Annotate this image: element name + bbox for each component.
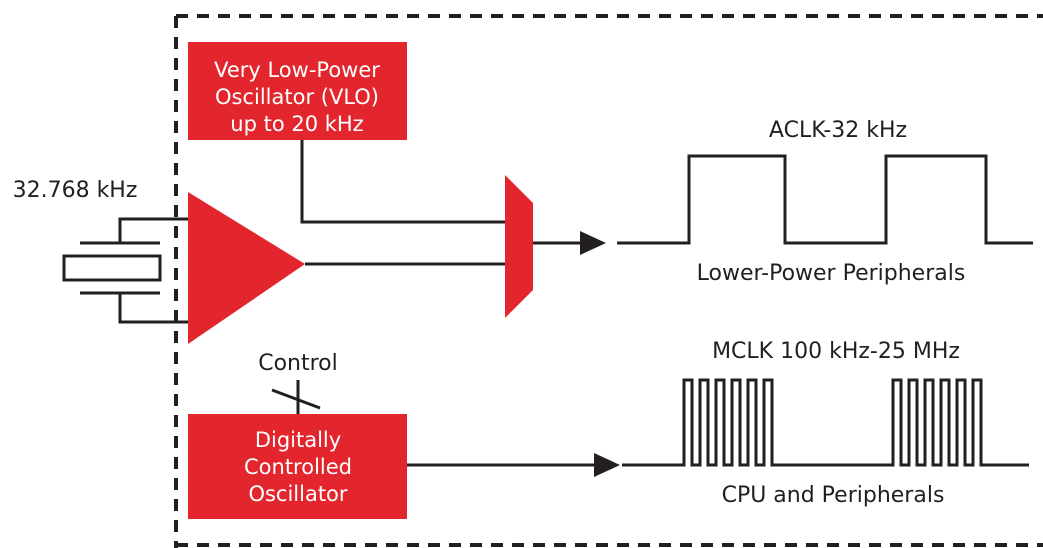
aclk-arrow-head	[580, 231, 606, 255]
aclk-waveform	[617, 154, 1033, 245]
dco-control-bus-slash	[271, 388, 321, 410]
crystal-symbol	[62, 217, 188, 324]
crystal-oscillator-amplifier	[188, 192, 305, 344]
dco-block	[188, 414, 407, 519]
dco-label-line-3: Oscillator	[248, 482, 347, 506]
dco-label-line-2: Controlled	[244, 455, 352, 479]
vlo-label-line-3: up to 20 kHz	[230, 112, 363, 136]
mux-input-wires	[300, 140, 505, 266]
mclk-subtitle: CPU and Peripherals	[722, 483, 945, 508]
clock-mux	[505, 175, 533, 318]
vlo-block	[188, 42, 407, 140]
aclk-subtitle: Lower-Power Peripherals	[697, 261, 966, 286]
vlo-label-line-1: Very Low-Power	[214, 58, 380, 82]
vlo-label-line-2: Oscillator (VLO)	[215, 85, 379, 109]
mclk-arrow-head	[594, 453, 620, 477]
aclk-title: ACLK-32 kHz	[769, 118, 907, 143]
crystal-frequency-label: 32.768 kHz	[13, 178, 138, 203]
mclk-title: MCLK 100 kHz-25 MHz	[712, 339, 960, 364]
dco-control-label: Control	[258, 351, 338, 376]
module-boundary	[174, 14, 1043, 548]
mclk-waveform	[622, 378, 1029, 467]
dco-label-line-1: Digitally	[255, 428, 341, 452]
